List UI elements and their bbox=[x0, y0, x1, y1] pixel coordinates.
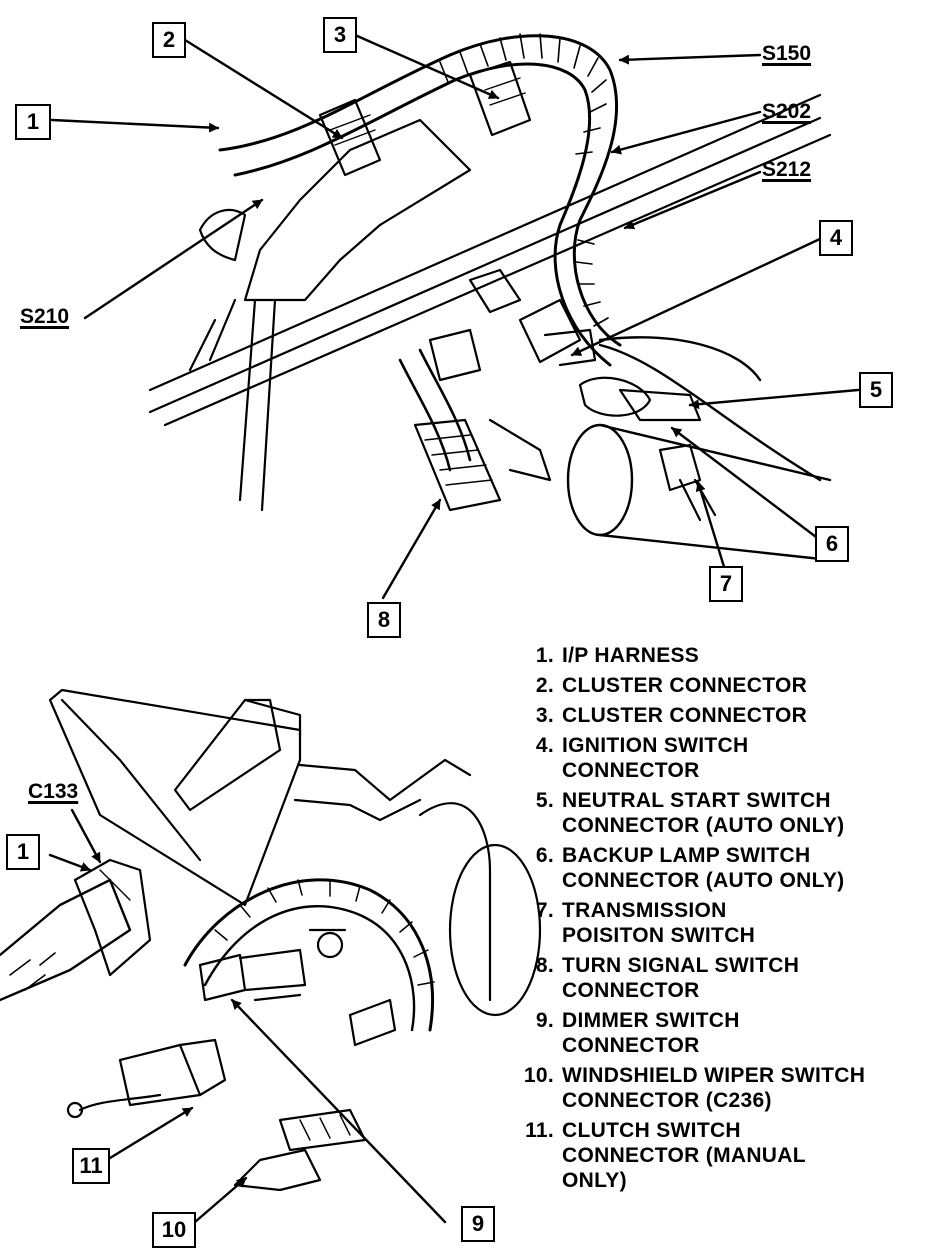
legend-item-number: 8. bbox=[535, 954, 554, 977]
callout-10: 10 bbox=[152, 1212, 196, 1248]
legend-item-text: BACKUP LAMP SWITCH CONNECTOR (AUTO ONLY) bbox=[562, 844, 845, 892]
legend-item: 4. IGNITION SWITCH CONNECTOR bbox=[508, 733, 918, 783]
legend-item-number: 9. bbox=[535, 1009, 554, 1032]
legend-item-number: 3. bbox=[535, 704, 554, 727]
legend-item: 7. TRANSMISSION POISITON SWITCH bbox=[508, 898, 918, 948]
splice-label-s212: S212 bbox=[762, 158, 812, 181]
callout-11: 11 bbox=[72, 1148, 110, 1184]
connector-label-c133: C133 bbox=[28, 780, 79, 803]
legend-item-number: 1. bbox=[535, 644, 554, 667]
splice-label-s150: S150 bbox=[762, 42, 812, 65]
legend-item-number: 2. bbox=[535, 674, 554, 697]
legend-item-number: 5. bbox=[535, 789, 554, 812]
legend-item-number: 7. bbox=[535, 899, 554, 922]
steering-column-upper-illustration bbox=[50, 33, 860, 600]
legend-item-number: 4. bbox=[535, 734, 554, 757]
callout-7: 7 bbox=[709, 566, 743, 602]
callout-2: 2 bbox=[152, 22, 186, 58]
legend-item: 11. CLUTCH SWITCH CONNECTOR (MANUAL ONLY) bbox=[508, 1118, 918, 1193]
legend-item: 1. I/P HARNESS bbox=[508, 643, 918, 668]
splice-label-s202: S202 bbox=[762, 100, 812, 123]
legend-item-text: I/P HARNESS bbox=[562, 644, 700, 667]
legend-item-number: 10. bbox=[523, 1064, 554, 1087]
legend-item: 5. NEUTRAL START SWITCH CONNECTOR (AUTO O… bbox=[508, 788, 918, 838]
legend-item: 2. CLUSTER CONNECTOR bbox=[508, 673, 918, 698]
callout-4: 4 bbox=[819, 220, 853, 256]
legend-item-text: TURN SIGNAL SWITCH CONNECTOR bbox=[562, 954, 800, 1002]
splice-label-s210: S210 bbox=[20, 305, 70, 328]
legend-item-text: DIMMER SWITCH CONNECTOR bbox=[562, 1009, 740, 1057]
legend-item: 9. DIMMER SWITCH CONNECTOR bbox=[508, 1008, 918, 1058]
legend-item-text: IGNITION SWITCH CONNECTOR bbox=[562, 734, 749, 782]
legend-item: 6. BACKUP LAMP SWITCH CONNECTOR (AUTO ONL… bbox=[508, 843, 918, 893]
callout-6: 6 bbox=[815, 526, 849, 562]
legend-item: 10. WINDSHIELD WIPER SWITCH CONNECTOR (C2… bbox=[508, 1063, 918, 1113]
callout-3: 3 bbox=[323, 17, 357, 53]
legend-item-text: CLUSTER CONNECTOR bbox=[562, 674, 808, 697]
legend-item-text: WINDSHIELD WIPER SWITCH CONNECTOR (C236) bbox=[562, 1064, 866, 1112]
legend-item-text: TRANSMISSION POISITON SWITCH bbox=[562, 899, 756, 947]
legend-item-text: CLUSTER CONNECTOR bbox=[562, 704, 808, 727]
callout-1-bottom: 1 bbox=[6, 834, 40, 870]
legend-item-number: 11. bbox=[525, 1119, 554, 1142]
callout-5: 5 bbox=[859, 372, 893, 408]
callout-9: 9 bbox=[461, 1206, 495, 1242]
callout-8: 8 bbox=[367, 602, 401, 638]
legend-item-text: NEUTRAL START SWITCH CONNECTOR (AUTO ONL… bbox=[562, 789, 845, 837]
legend-item: 3. CLUSTER CONNECTOR bbox=[508, 703, 918, 728]
legend-item: 8. TURN SIGNAL SWITCH CONNECTOR bbox=[508, 953, 918, 1003]
component-legend: 1. I/P HARNESS 2. CLUSTER CONNECTOR 3. CLUSTE… bbox=[508, 643, 918, 1198]
legend-item-number: 6. bbox=[535, 844, 554, 867]
callout-1-top: 1 bbox=[15, 104, 51, 140]
legend-item-text: CLUTCH SWITCH CONNECTOR (MANUAL ONLY) bbox=[562, 1119, 806, 1192]
